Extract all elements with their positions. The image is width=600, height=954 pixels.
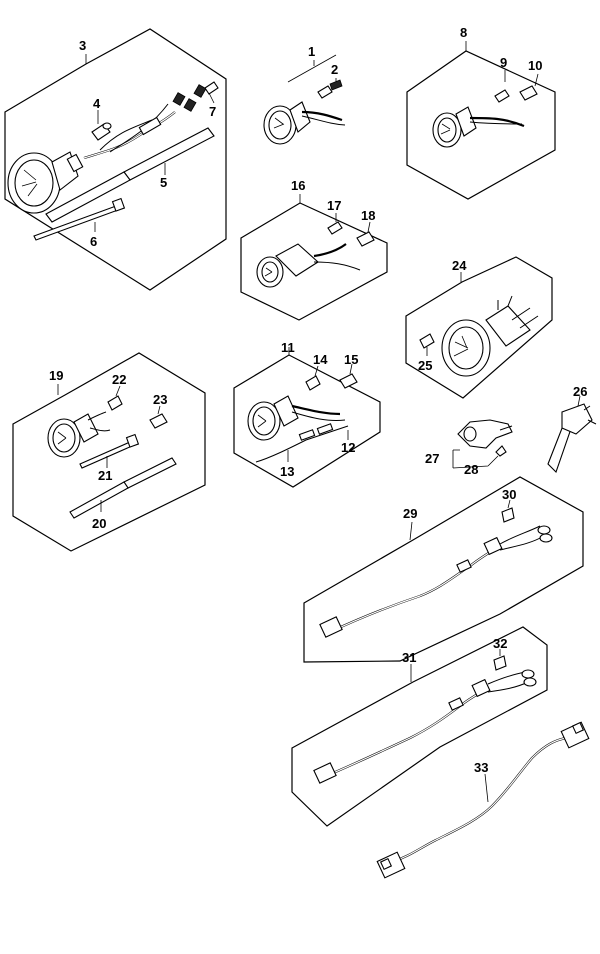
callout-11: 11 xyxy=(281,340,295,355)
callout-32: 32 xyxy=(493,636,507,651)
callout-2: 2 xyxy=(331,62,338,77)
group-11-gauge-kit: 11 14 15 12 13 xyxy=(233,340,381,488)
part-20-tube xyxy=(69,457,177,519)
part-6-tie xyxy=(33,197,126,241)
callout-3: 3 xyxy=(79,38,86,53)
part-5-tube xyxy=(45,127,215,223)
part-3-gauge xyxy=(7,151,84,214)
group-16-gauge-kit: 16 17 18 xyxy=(240,178,388,321)
group-24-outline xyxy=(405,256,553,399)
callout-31: 31 xyxy=(402,650,416,665)
callout-21: 21 xyxy=(98,468,112,483)
callout-12: 12 xyxy=(341,440,355,455)
callout-8: 8 xyxy=(460,25,467,40)
callout-5: 5 xyxy=(160,175,167,190)
part-21-tie xyxy=(79,433,140,469)
part-33-extension-harness: 33 xyxy=(376,721,590,879)
callout-28: 28 xyxy=(464,462,478,477)
group-19-outline xyxy=(12,352,206,552)
callout-15: 15 xyxy=(344,352,358,367)
callout-4: 4 xyxy=(93,96,101,111)
group-31-outline xyxy=(291,626,548,827)
callout-33: 33 xyxy=(474,760,488,775)
part-7-terminals xyxy=(138,81,219,136)
callout-23: 23 xyxy=(153,392,167,407)
callout-27: 27 xyxy=(425,451,439,466)
callout-20: 20 xyxy=(92,516,106,531)
part-1-gauge: 1 2 xyxy=(263,44,346,145)
callout-6: 6 xyxy=(90,234,97,249)
group-19-gauge-kit: 19 22 23 21 20 xyxy=(12,352,206,552)
callout-25: 25 xyxy=(418,358,432,373)
group-29-harness: 29 30 xyxy=(303,476,584,663)
callout-18: 18 xyxy=(361,208,375,223)
group-29-outline xyxy=(303,476,584,663)
callout-30: 30 xyxy=(502,487,516,502)
group-31-harness: 31 32 xyxy=(291,626,548,827)
group-8-gauge-kit: 8 9 10 xyxy=(406,25,556,200)
callout-19: 19 xyxy=(49,368,63,383)
part-13-harness xyxy=(255,423,349,463)
callout-16: 16 xyxy=(291,178,305,193)
callout-9: 9 xyxy=(500,55,507,70)
callout-24: 24 xyxy=(452,258,467,273)
callout-7: 7 xyxy=(209,104,216,119)
group-24-gauge-kit: 24 25 xyxy=(405,256,553,399)
callout-26: 26 xyxy=(573,384,587,399)
callout-29: 29 xyxy=(403,506,417,521)
part-27-bracket: 27 28 xyxy=(425,419,513,477)
part-26-switch: 26 xyxy=(547,384,597,474)
group-3-outline xyxy=(4,28,227,291)
callout-17: 17 xyxy=(327,198,341,213)
part-4-cap xyxy=(91,122,112,141)
callout-10: 10 xyxy=(528,58,542,73)
group-3-gauge-kit: 3 4 7 5 6 xyxy=(4,28,227,291)
callout-1: 1 xyxy=(308,44,315,59)
callout-22: 22 xyxy=(112,372,126,387)
callout-14: 14 xyxy=(313,352,328,367)
group-8-outline xyxy=(406,50,556,200)
callout-13: 13 xyxy=(280,464,294,479)
